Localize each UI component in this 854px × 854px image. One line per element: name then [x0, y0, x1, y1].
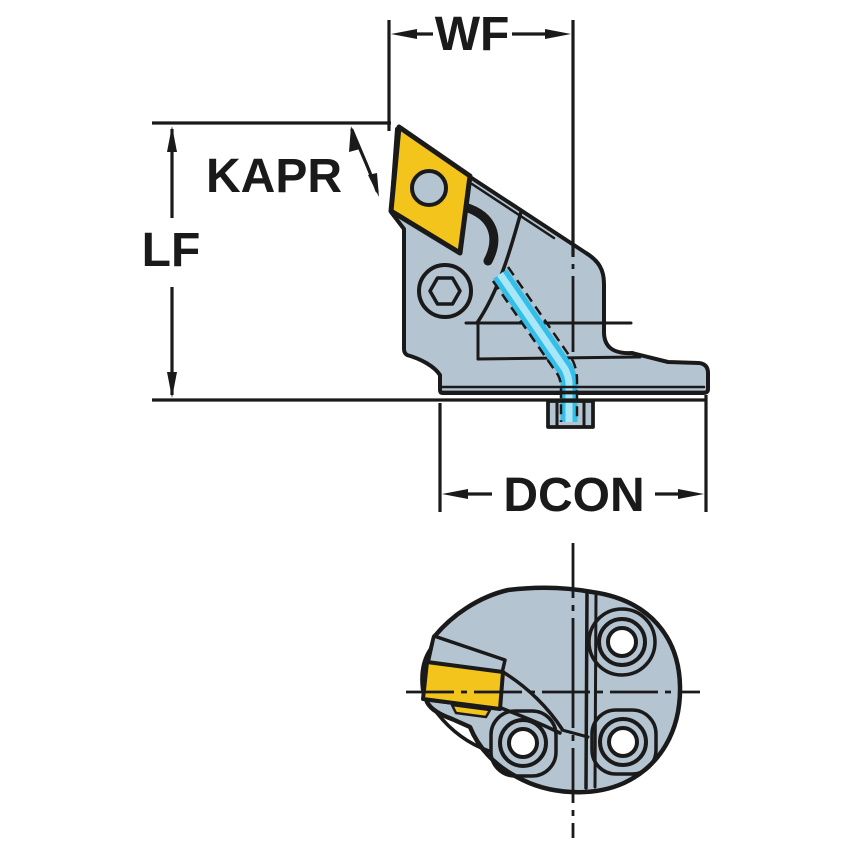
arrowhead [442, 489, 468, 499]
bolt-boss [489, 709, 558, 778]
side-view [388, 124, 710, 429]
bolt-hole [598, 717, 648, 767]
insert-seat-shadow [460, 202, 499, 266]
insert-tip-bottom [450, 703, 492, 719]
insert-bottom [421, 660, 505, 711]
kapr-label: KAPR [206, 150, 342, 203]
arrowhead [545, 29, 571, 39]
wf-dimension: WF [387, 8, 575, 352]
hex-socket-icon [428, 276, 462, 306]
kapr-dimension: KAPR [206, 126, 379, 203]
coolant-channel [491, 266, 579, 422]
clamp-screw [417, 263, 473, 319]
bolt-hole [498, 718, 548, 768]
arrowhead [167, 372, 177, 398]
lf-label: LF [142, 224, 201, 277]
bolt-hole [597, 617, 647, 667]
dcon-dimension: DCON [438, 395, 708, 522]
arrowhead [167, 126, 177, 152]
lf-dimension: LF [142, 121, 706, 402]
arrowhead [368, 173, 379, 197]
wf-label: WF [435, 8, 510, 61]
arrowhead [391, 29, 417, 39]
bolt-boss [590, 708, 658, 776]
bottom-view [406, 543, 700, 838]
insert-hole [410, 169, 448, 207]
tool-body-side [389, 127, 710, 395]
arrowhead [349, 126, 360, 152]
arrowhead [678, 489, 704, 499]
dcon-label: DCON [503, 469, 644, 522]
bolt-boss [587, 607, 657, 677]
